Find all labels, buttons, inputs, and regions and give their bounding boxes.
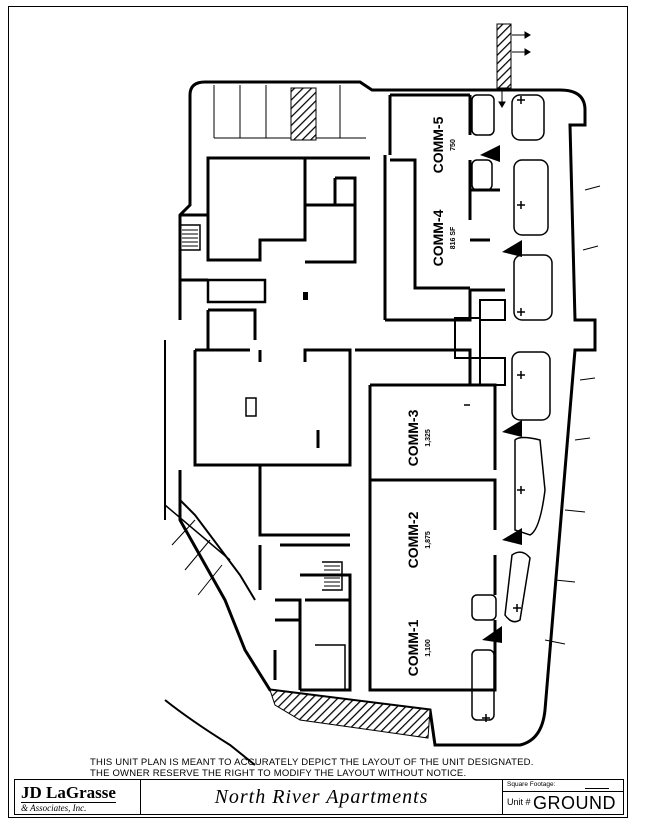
unit-sqft: 1,875: [425, 531, 432, 549]
project-name: North River Apartments: [141, 780, 503, 814]
square-footage-label: Square Footage:: [507, 781, 556, 788]
unit-sqft: 1,100: [425, 639, 432, 657]
unit-info: Square Footage: Unit # GROUND: [503, 780, 623, 814]
unit-name: COMM-2: [405, 511, 421, 568]
unit-label-comm-1: COMM-1 1,100: [405, 619, 432, 676]
unit-label-comm-3: COMM-3 1,325: [405, 409, 432, 466]
hatched-walkway-entry: [496, 23, 512, 89]
drawing-frame: [8, 6, 628, 818]
info-divider: [503, 791, 623, 792]
title-block: JD LaGrasse & Associates, Inc. North Riv…: [14, 779, 624, 815]
parking-stalls: [171, 185, 601, 645]
square-footage-line: [585, 788, 609, 789]
unit-name: COMM-4: [430, 209, 446, 266]
disclaimer-line-1: THIS UNIT PLAN IS MEANT TO ACCURATELY DE…: [90, 757, 534, 768]
interior-walls: [180, 93, 506, 692]
unit-sqft: 816 SF: [450, 226, 457, 249]
unit-name: COMM-3: [405, 409, 421, 466]
company-logo: JD LaGrasse & Associates, Inc.: [15, 780, 141, 814]
unit-sqft: 750: [450, 139, 457, 151]
unit-name: COMM-1: [405, 619, 421, 676]
unit-label-comm-5: COMM-5 750: [430, 116, 457, 173]
hatched-walkway-top: [290, 87, 317, 141]
unit-number-label: Unit #: [507, 797, 531, 807]
unit-label-comm-4: COMM-4 816 SF: [430, 209, 457, 266]
entrance-markers: [480, 145, 522, 643]
unit-number-value: GROUND: [533, 793, 616, 813]
unit-name: COMM-5: [430, 116, 446, 173]
company-subtitle: & Associates, Inc.: [21, 803, 87, 813]
hatched-walkway-bottom: [269, 689, 431, 739]
building-outline: [178, 80, 597, 747]
company-name: JD LaGrasse: [21, 783, 116, 803]
disclaimer-line-2: THE OWNER RESERVE THE RIGHT TO MODIFY TH…: [90, 768, 467, 779]
disclaimer: THIS UNIT PLAN IS MEANT TO ACCURATELY DE…: [90, 757, 550, 779]
unit-sqft: 1,325: [425, 429, 432, 447]
unit-label-comm-2: COMM-2 1,875: [405, 511, 432, 568]
